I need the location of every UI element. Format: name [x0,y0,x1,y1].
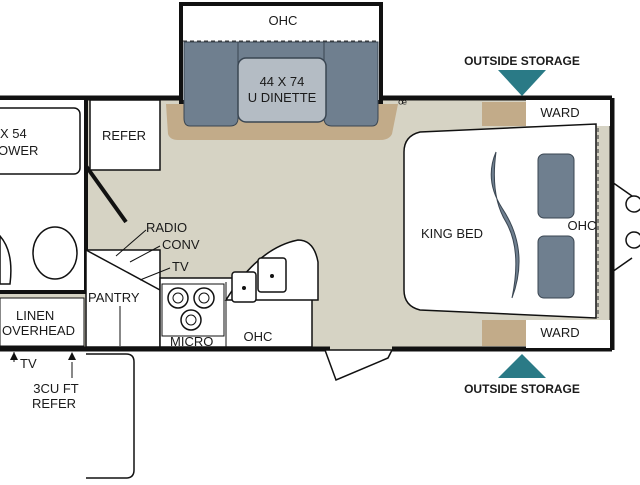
dinette-cushion-right [323,41,379,127]
label-linen: LINEN [16,308,54,323]
label-dinette-size: 44 X 74 [260,74,305,89]
rear-light-bottom [625,231,640,249]
rear-bumper-top [611,181,633,197]
label-tv-outside: TV [20,356,37,371]
label-overhead: OVERHEAD [2,323,75,338]
label-refer: REFER [102,128,146,143]
label-shower-name: OWER [0,143,38,158]
label-micro: MICRO [170,334,213,349]
label-ohc-bedroom: OHC [568,218,597,233]
door-swing-mark: ꟹ [398,96,407,112]
sink-drain [242,286,246,290]
pillow-bottom [537,235,575,299]
dinette-table [237,57,327,123]
label-ohc-kitchen: OHC [244,329,273,344]
label-ward-bottom: WARD [540,325,579,340]
bath-door-swing [84,164,128,224]
sink-drain [270,274,274,278]
label-ward-top: WARD [540,105,579,120]
wardrobe-bottom-wood [482,320,538,346]
rear-bumper-bottom [611,257,633,273]
tv-outside-arrow [10,352,18,360]
rear-light-top [625,195,640,213]
shower [0,107,81,175]
label-ohc-top: OHC [269,13,298,28]
tv-kitchen-leader [139,267,171,281]
outside-storage-arrow-top [498,70,546,96]
dinette-cushion-left [183,41,239,127]
stove-burner [167,287,189,309]
label-radio: RADIO [146,220,187,235]
outside-refer-compartment [86,353,135,479]
radio-leader [115,229,147,257]
label-tv-kitchen: TV [172,259,189,274]
label-outside-refer: REFER [32,396,76,411]
wardrobe-bottom [526,320,610,348]
stove-burner [193,287,215,309]
conv-leader [129,245,161,263]
refer-outside-arrow [68,352,76,360]
label-dinette-name: U DINETTE [248,90,317,105]
refer-cabinet [89,99,161,171]
bath-sink [0,234,12,285]
stove-burner [180,309,202,331]
label-conv: CONV [162,237,200,252]
label-outside-storage-bottom: OUTSIDE STORAGE [464,382,580,396]
label-shower-size: X 54 [0,126,27,141]
outside-storage-arrow-bottom [498,354,546,378]
label-outside-storage-top: OUTSIDE STORAGE [464,54,580,68]
label-pantry: PANTRY [88,290,140,305]
toilet [32,226,78,280]
bedspread-swoosh [490,151,520,299]
pantry-diagonal [85,249,161,291]
wardrobe-top [526,100,610,126]
label-outside-refer-size: 3CU FT [33,381,79,396]
wardrobe-top-wood [482,102,538,126]
label-king-bed: KING BED [421,226,483,241]
linen-closet [0,297,85,347]
pillow-top [537,153,575,219]
entry-door [323,349,394,381]
